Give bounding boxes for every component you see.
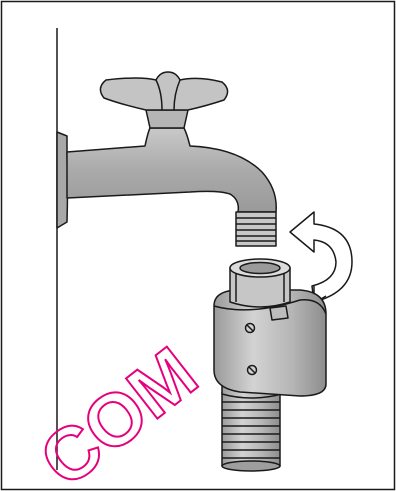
screw-icon [246, 324, 255, 333]
faucet-spout [67, 128, 276, 212]
rotate-clockwise-arrow-icon [290, 212, 352, 302]
coupling-tab [270, 306, 288, 320]
watermark-text: COM [25, 331, 212, 491]
corrugated-hose [222, 392, 280, 471]
faucet-thread [236, 212, 276, 246]
aquastop-connector-icon [214, 259, 326, 471]
watermark: COM [25, 331, 212, 491]
faucet-valve-neck [146, 110, 188, 128]
faucet-icon [57, 72, 276, 246]
faucet-handle [100, 72, 227, 110]
screw-icon [248, 366, 257, 375]
faucet-wall-flange [57, 132, 68, 228]
